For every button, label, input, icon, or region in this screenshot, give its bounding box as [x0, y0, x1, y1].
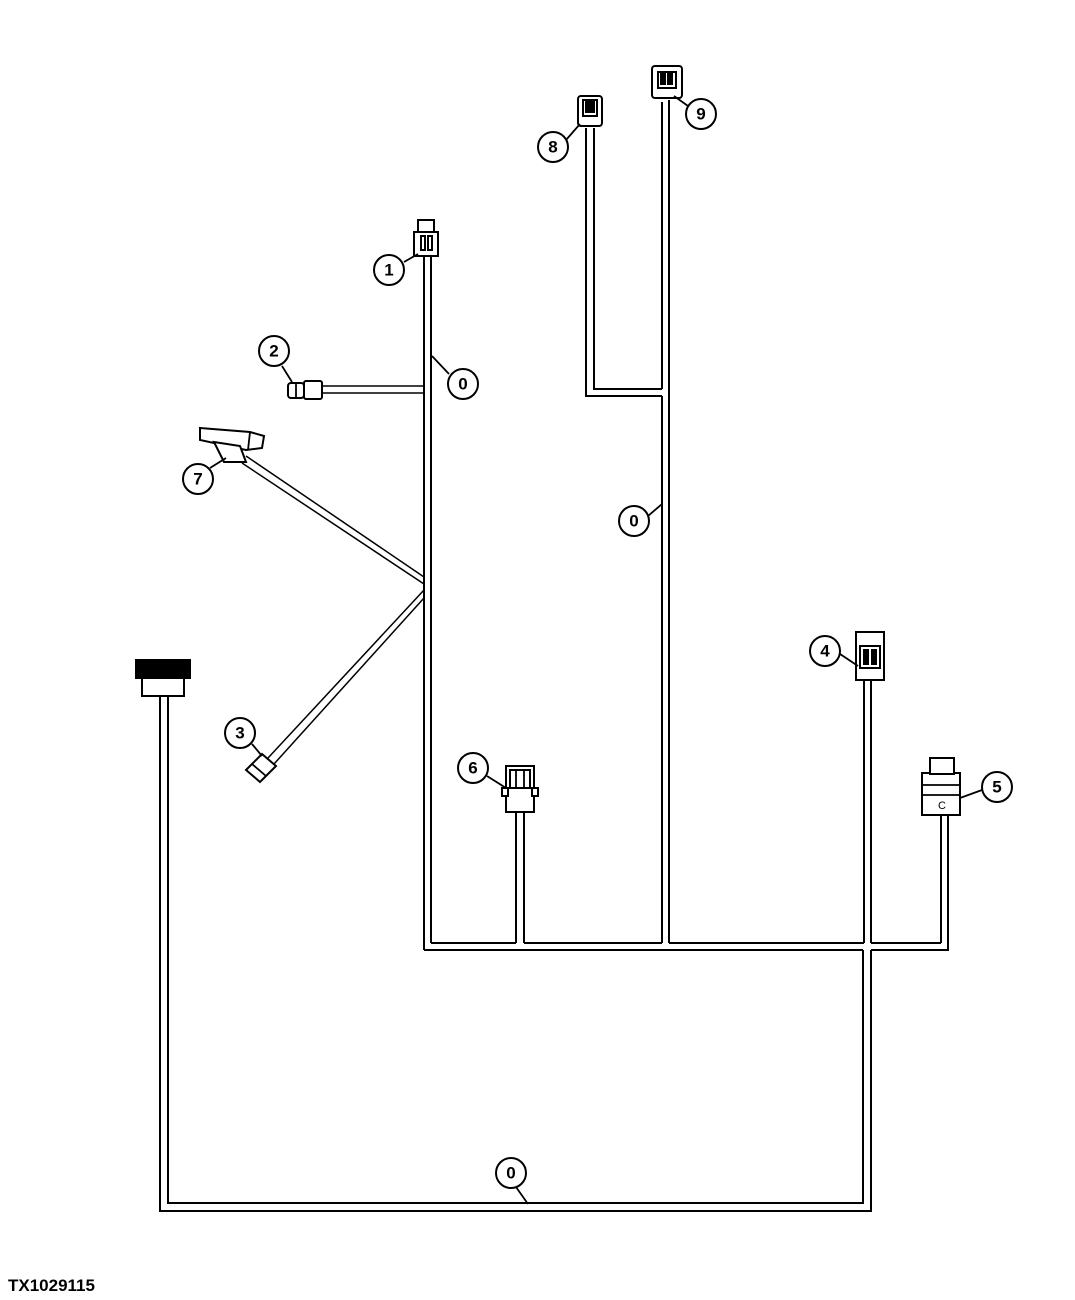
callout-0-center-trunk-label: 0	[629, 512, 638, 531]
figure-id: TX1029115	[8, 1276, 95, 1295]
harness-wires	[159, 100, 949, 1212]
round-connector	[135, 659, 191, 697]
connector-9	[651, 65, 683, 99]
callout-1-label: 1	[384, 261, 393, 280]
callout-3: 3	[224, 717, 263, 757]
callout-8-label: 8	[548, 138, 557, 157]
connector-8	[577, 95, 603, 127]
callout-7-label: 7	[193, 470, 202, 489]
callout-5-label: 5	[992, 778, 1001, 797]
callout-6-label: 6	[468, 759, 477, 778]
callout-2: 2	[258, 335, 293, 383]
callout-9: 9	[673, 95, 717, 130]
callout-0-left-trunk: 0	[431, 355, 479, 400]
callout-8: 8	[537, 123, 581, 163]
callout-5: 5	[959, 771, 1013, 803]
connector-2	[287, 380, 323, 400]
callout-4: 4	[809, 635, 859, 667]
connector-3	[244, 752, 278, 784]
callout-0-bottom-trunk-label: 0	[506, 1164, 515, 1183]
connector-5: C	[921, 757, 961, 816]
callout-9-label: 9	[696, 105, 705, 124]
connector-6	[501, 765, 539, 813]
connector-5-marking: C	[938, 800, 946, 812]
callout-6: 6	[457, 752, 507, 789]
callout-0-center-trunk: 0	[618, 503, 663, 537]
callout-0-left-trunk-label: 0	[458, 375, 467, 394]
callout-0-bottom-trunk: 0	[495, 1157, 529, 1205]
connector-1	[413, 219, 439, 257]
connector-7	[199, 426, 266, 463]
callout-2-label: 2	[269, 342, 278, 361]
callout-7: 7	[182, 457, 227, 495]
callout-4-label: 4	[820, 642, 830, 661]
callout-3-label: 3	[235, 724, 244, 743]
callout-1: 1	[373, 253, 419, 286]
connector-4	[855, 631, 885, 681]
